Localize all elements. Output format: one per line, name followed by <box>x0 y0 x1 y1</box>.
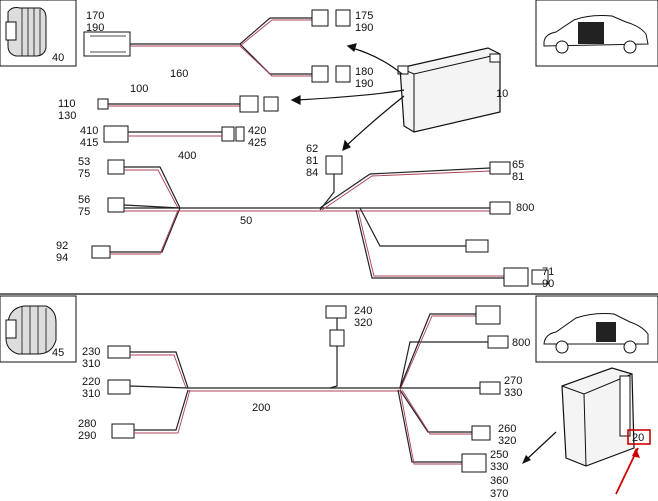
callout-230: 230 <box>82 346 100 358</box>
callout-130: 130 <box>58 110 76 122</box>
callout-65: 65 <box>512 159 524 171</box>
callout-370: 370 <box>490 488 508 500</box>
harness-label-200: 200 <box>252 402 270 414</box>
callout-320-b: 320 <box>498 435 516 447</box>
callout-290: 290 <box>78 430 96 442</box>
callout-410: 410 <box>80 125 98 137</box>
rubber-boot-icon <box>5 305 57 355</box>
callout-310-a: 310 <box>82 358 100 370</box>
callout-170: 170 <box>86 10 104 22</box>
module-label-10: 10 <box>496 88 508 100</box>
callout-84: 84 <box>306 167 318 179</box>
car-inset-bottom <box>535 295 658 363</box>
callout-280: 280 <box>78 418 96 430</box>
callout-240: 240 <box>354 305 372 317</box>
inset-part-40: 40 <box>0 0 77 67</box>
callout-320-a: 320 <box>354 317 372 329</box>
control-module-20: 20 <box>522 367 651 495</box>
harness-label-160: 160 <box>170 68 188 80</box>
callout-190-b: 190 <box>355 22 373 34</box>
callout-56: 56 <box>78 194 90 206</box>
callout-260: 260 <box>498 423 516 435</box>
callout-81-b: 81 <box>512 171 524 183</box>
inset-part-label: 45 <box>52 347 64 359</box>
module-20-highlight <box>627 429 651 445</box>
callout-62: 62 <box>306 143 318 155</box>
callout-420: 420 <box>248 125 266 137</box>
callout-220: 220 <box>82 376 100 388</box>
car-inset-top <box>535 0 658 67</box>
callout-270: 270 <box>504 375 522 387</box>
callout-75-a: 75 <box>78 168 90 180</box>
harness-label-50: 50 <box>240 215 252 227</box>
callout-110: 110 <box>58 98 76 110</box>
harness-400: 400 410 415 420 425 <box>80 125 266 162</box>
callout-310-b: 310 <box>82 388 100 400</box>
module-label-20: 20 <box>632 432 644 444</box>
callout-415: 415 <box>80 137 98 149</box>
callout-330-b: 330 <box>490 461 508 473</box>
callout-71: 71 <box>542 266 554 278</box>
callout-53: 53 <box>78 156 90 168</box>
callout-360: 360 <box>490 475 508 487</box>
sedan-icon <box>543 313 649 354</box>
inset-part-45: 45 <box>0 295 77 363</box>
harness-200: 200 240 320 230 310 220 310 280 290 800 … <box>78 305 530 500</box>
callout-330-a: 330 <box>504 387 522 399</box>
callout-94: 94 <box>56 252 68 264</box>
callout-800-a: 800 <box>516 202 534 214</box>
callout-800-b: 800 <box>512 337 530 349</box>
sedan-icon <box>543 15 649 54</box>
callout-81-a: 81 <box>306 155 318 167</box>
callout-190-c: 190 <box>355 78 373 90</box>
harness-100: 100 110 130 <box>58 83 279 122</box>
callout-75-b: 75 <box>78 206 90 218</box>
callout-250: 250 <box>490 449 508 461</box>
control-module-10: 10 <box>397 47 508 133</box>
module-arrows-top <box>290 43 405 152</box>
callout-90: 90 <box>542 278 554 290</box>
harness-50: 50 62 81 84 53 75 56 75 92 94 65 81 800 … <box>56 143 554 290</box>
callout-180: 180 <box>355 66 373 78</box>
harness-160: 160 170 190 175 190 180 190 <box>83 9 373 90</box>
harness-label-400: 400 <box>178 150 196 162</box>
inset-part-label: 40 <box>52 52 64 64</box>
callout-425: 425 <box>248 137 266 149</box>
harness-label-100: 100 <box>130 83 148 95</box>
callout-92: 92 <box>56 240 68 252</box>
callout-190-a: 190 <box>86 22 104 34</box>
callout-175: 175 <box>355 10 373 22</box>
rubber-boot-icon <box>5 7 47 57</box>
